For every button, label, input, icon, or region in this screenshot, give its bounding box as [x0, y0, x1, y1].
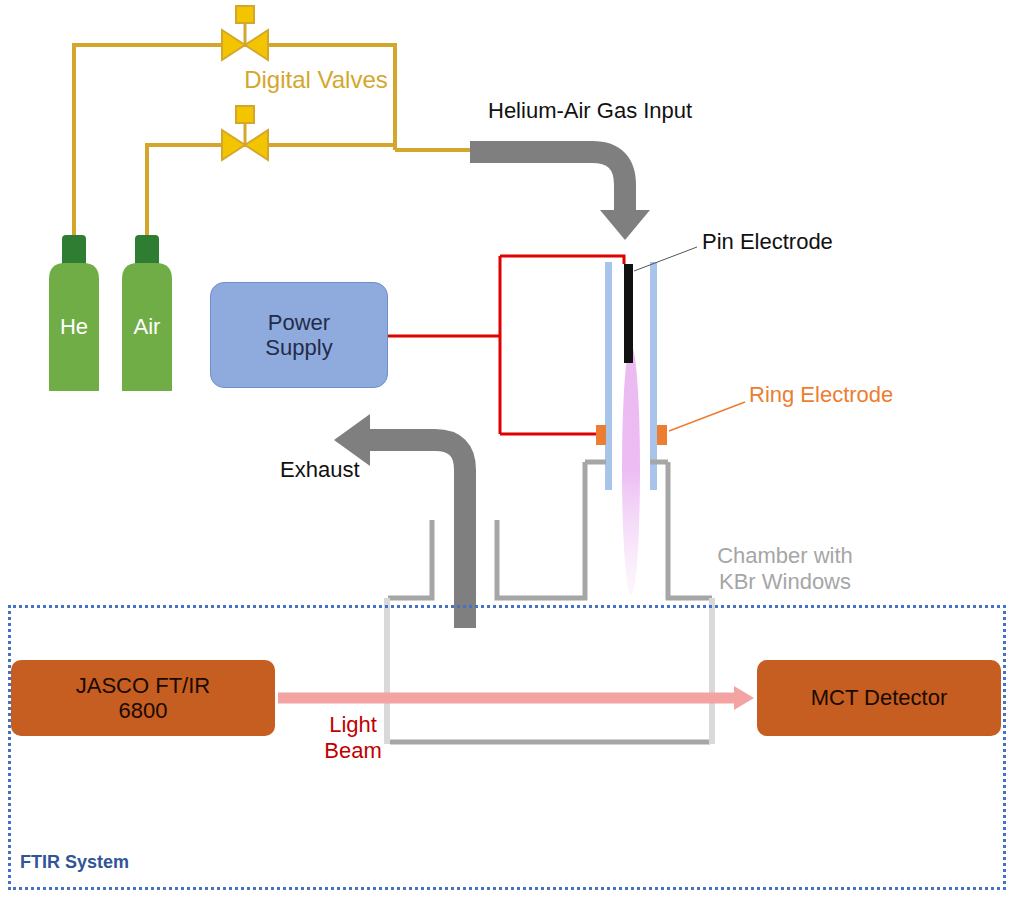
mixed-line	[395, 148, 472, 152]
part-label: Pin Electrode	[702, 229, 922, 255]
pin-electrode	[624, 264, 633, 363]
spectrometer-box: JASCO FT/IR 6800	[11, 660, 275, 736]
power-wires	[388, 256, 624, 434]
exhaust-label: Exhaust	[280, 457, 360, 483]
beam-shaft	[278, 693, 734, 704]
node-text: MCT Detector	[811, 685, 948, 710]
plasma-jet	[622, 345, 640, 595]
gas-input-label: Helium-Air Gas Input	[488, 98, 788, 124]
node-text: He	[60, 314, 88, 339]
ring-leader-line	[669, 402, 745, 431]
gas-input-label: Helium-Air Gas Input	[488, 98, 692, 124]
part-label: Ring Electrode	[749, 382, 979, 408]
valve-top	[222, 6, 268, 60]
glass-tube	[605, 262, 657, 490]
arrow-head	[734, 686, 754, 710]
power-supply-box: Power Supply	[210, 282, 388, 388]
edge-label: Light Beam	[318, 712, 388, 765]
valve-label: Digital Valves	[236, 66, 396, 95]
chamber-label: Chamber with KBr Windows	[700, 543, 870, 596]
gas-cylinder: He	[49, 263, 99, 391]
cylinder-body	[49, 263, 99, 391]
kbr-windows	[387, 598, 712, 744]
cylinder-body	[122, 263, 172, 391]
helium-line	[74, 45, 395, 236]
air-line	[147, 145, 395, 236]
pin-leader-line	[634, 247, 697, 271]
chamber-label: Chamber with KBr Windows	[700, 543, 870, 596]
valve-bottom	[222, 106, 268, 160]
edge-label-holder: Light Beam	[308, 712, 398, 765]
gas-cylinder: Air	[122, 263, 172, 391]
detector-box: MCT Detector	[757, 660, 1001, 736]
node-text: JASCO FT/IR 6800	[73, 673, 213, 724]
exhaust-label: Exhaust	[280, 457, 390, 483]
ftir-system-region: FTIR System JASCO FT/IR 6800 MCT Detector	[8, 605, 1006, 890]
node-text: Power Supply	[243, 310, 355, 361]
cylinder-caps	[62, 235, 159, 267]
gas-input-arrow	[470, 152, 650, 240]
node-text: Air	[134, 314, 161, 339]
gas-lines	[74, 45, 472, 236]
part-label: Pin Electrode	[702, 229, 833, 255]
ring-electrode	[596, 425, 667, 445]
exhaust-arrow	[334, 414, 465, 628]
valve-label: Digital Valves	[244, 66, 388, 95]
light-beam-arrow	[278, 686, 754, 710]
part-label: Ring Electrode	[749, 382, 893, 408]
region-title: FTIR System	[20, 852, 129, 873]
